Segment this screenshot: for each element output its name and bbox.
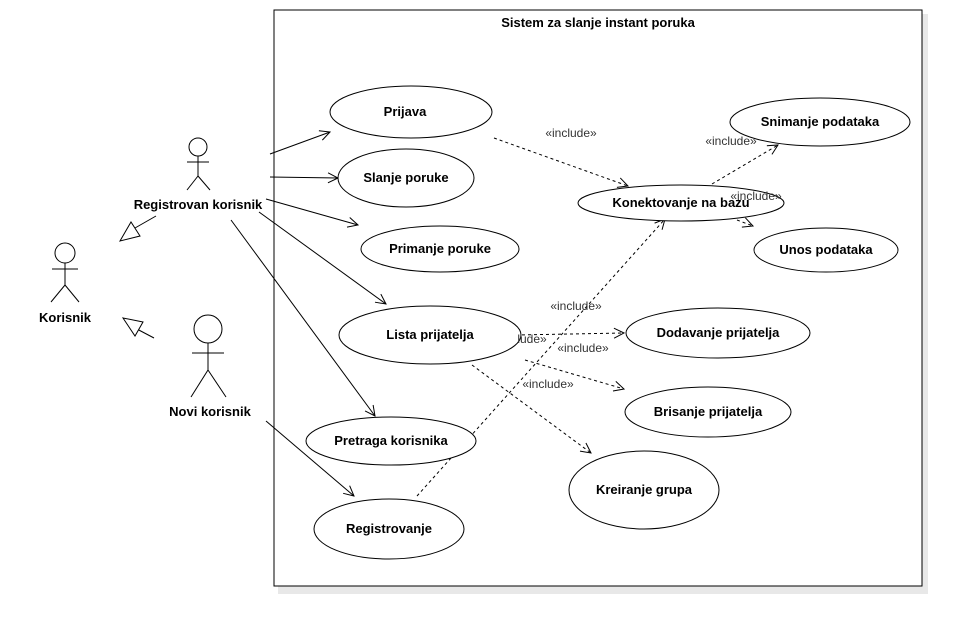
use-case-registrovanje[interactable]: Registrovanje: [313, 498, 465, 560]
associations: [230, 132, 386, 496]
use-case-label-registrovanje: Registrovanje: [346, 521, 432, 536]
actor-korisnik[interactable]: Korisnik: [39, 242, 92, 325]
use-case-label-lista: Lista prijatelja: [386, 327, 474, 342]
use-case-primanje-poruke[interactable]: Primanje poruke: [360, 225, 520, 273]
use-case-konektovanje-na-bazu[interactable]: Konektovanje na bazu: [577, 184, 785, 222]
actor-registrovan-korisnik[interactable]: Registrovan korisnik: [134, 137, 263, 212]
include-label-kreiranje: «include»: [522, 377, 574, 391]
use-case-label-unos: Unos podataka: [779, 242, 873, 257]
use-case-unos-podataka[interactable]: Unos podataka: [753, 227, 899, 273]
use-case-label-snimanje: Snimanje podataka: [761, 114, 880, 129]
generalization-registrovan: [118, 215, 157, 242]
include-label-snimanje: «include»: [705, 134, 757, 148]
use-case-label-primanje: Primanje poruke: [389, 241, 491, 256]
use-case-slanje-poruke[interactable]: Slanje poruke: [337, 148, 475, 208]
actor-novi-korisnik[interactable]: Novi korisnik: [169, 314, 252, 419]
include-label-prijava: «include»: [545, 126, 597, 140]
use-case-dodavanje-prijatelja[interactable]: Dodavanje prijatelja: [625, 307, 811, 359]
actor-label-registrovan: Registrovan korisnik: [134, 197, 263, 212]
generalization-novi: [121, 317, 155, 339]
use-case-pretraga-korisnika[interactable]: Pretraga korisnika: [305, 416, 477, 466]
use-case-lista-prijatelja[interactable]: Lista prijatelja: [338, 305, 522, 365]
include-label-dodavanje-partial: lude»: [517, 332, 547, 346]
use-case-label-pretraga: Pretraga korisnika: [334, 433, 448, 448]
use-case-kreiranje-grupa[interactable]: Kreiranje grupa: [568, 450, 720, 530]
actor-label-korisnik: Korisnik: [39, 310, 92, 325]
include-label-unos: «include»: [730, 189, 782, 203]
actor-label-novi: Novi korisnik: [169, 404, 251, 419]
use-case-label-kreiranje: Kreiranje grupa: [596, 482, 693, 497]
use-case-prijava[interactable]: Prijava: [329, 85, 493, 139]
include-label-registrovanje: «include»: [550, 299, 602, 313]
use-case-label-slanje: Slanje poruke: [363, 170, 448, 185]
use-case-snimanje-podataka[interactable]: Snimanje podataka: [729, 97, 911, 147]
include-label-brisanje: «include»: [557, 341, 609, 355]
system-title: Sistem za slanje instant poruka: [501, 15, 695, 30]
use-case-label-brisanje: Brisanje prijatelja: [654, 404, 763, 419]
use-case-brisanje-prijatelja[interactable]: Brisanje prijatelja: [624, 386, 792, 438]
use-case-label-prijava: Prijava: [384, 104, 427, 119]
use-case-label-konektovanje: Konektovanje na bazu: [612, 195, 749, 210]
use-case-label-dodavanje: Dodavanje prijatelja: [657, 325, 781, 340]
